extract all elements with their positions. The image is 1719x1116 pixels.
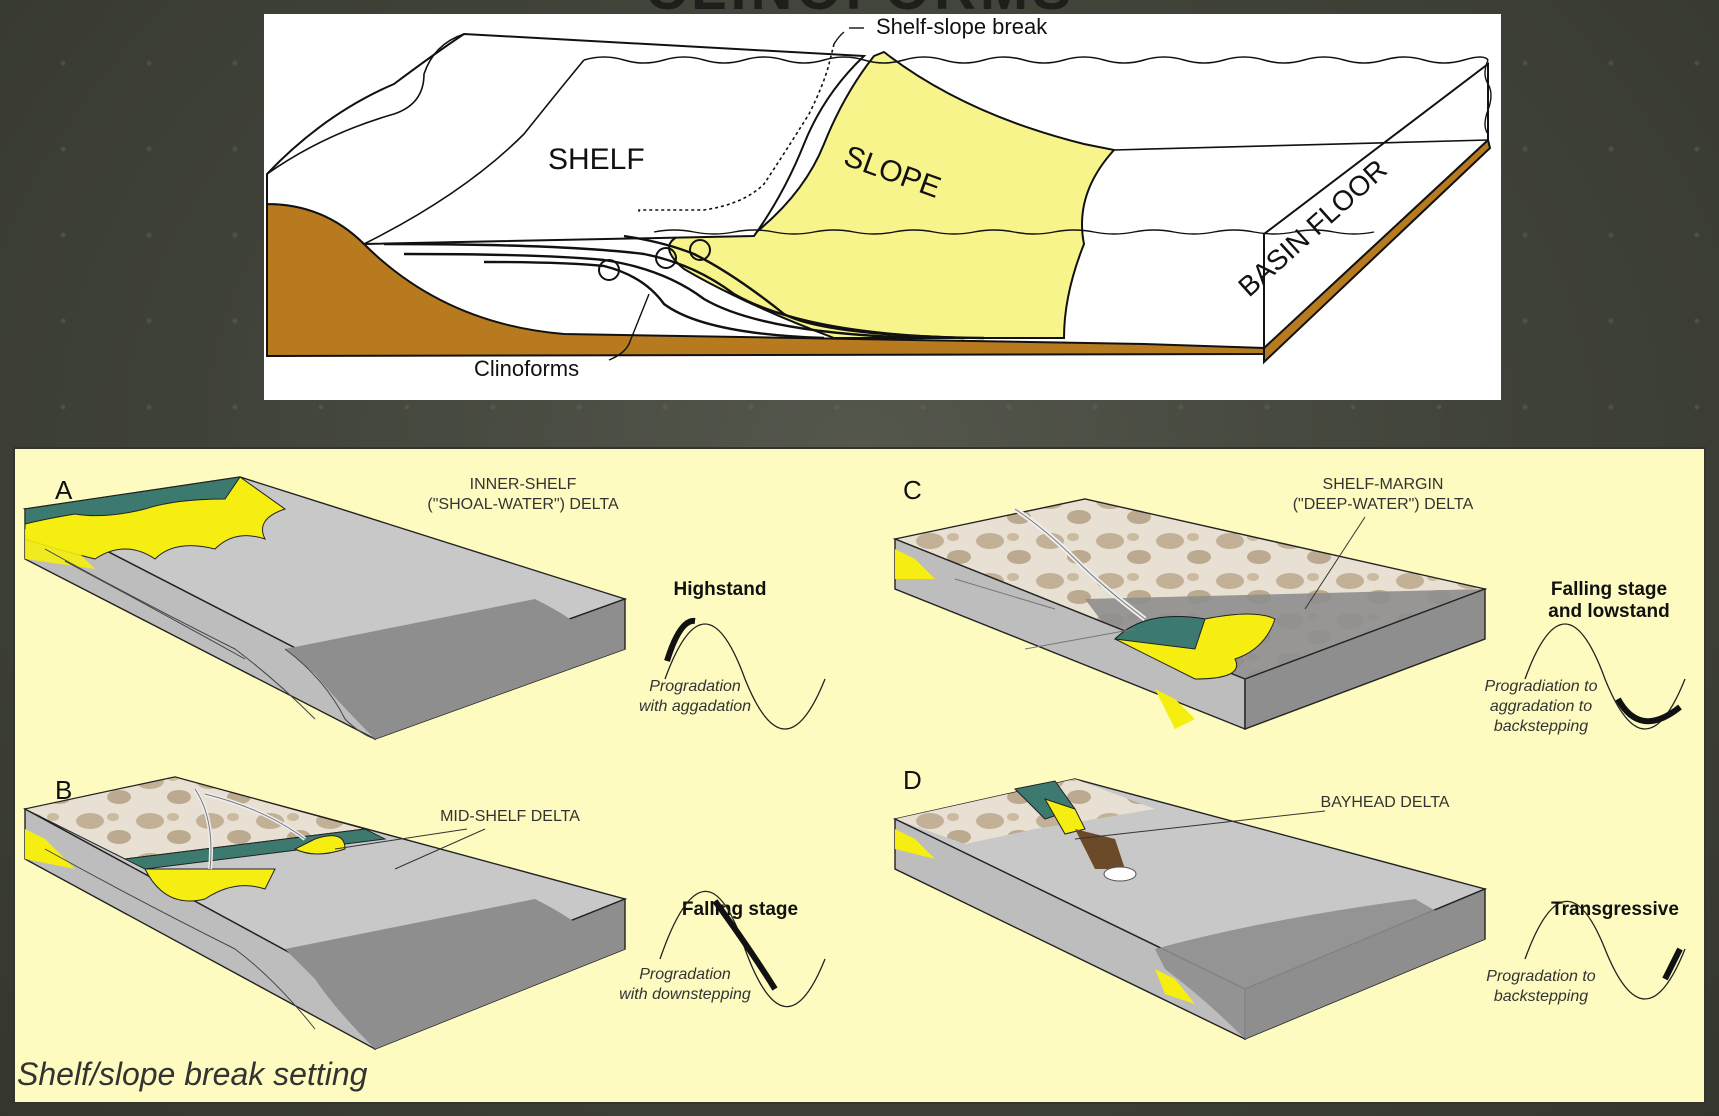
block-a-letter: A — [55, 475, 73, 505]
block-b-letter: B — [55, 775, 72, 805]
block-b-note-line1: Progradation — [639, 966, 731, 983]
block-b-note-line2: with downstepping — [619, 986, 751, 1003]
block-a-note-line1: Progradation — [649, 678, 741, 695]
shelf-top — [266, 32, 867, 246]
shelf-label: SHELF — [548, 143, 645, 176]
block-a-delta-line2: ("SHOAL-WATER") DELTA — [427, 496, 619, 513]
block-c-letter: C — [903, 475, 922, 505]
block-b-stage: Falling stage — [682, 899, 798, 920]
basin-face — [1263, 61, 1489, 351]
block-d-stage: Transgressive — [1551, 899, 1679, 920]
block-d-letter: D — [903, 765, 922, 795]
block-a: A INNER-SHELF ("SHOAL-WATER") DELTA High… — [22, 475, 826, 741]
block-d-delta-label: BAYHEAD DELTA — [1321, 794, 1450, 811]
block-c-stage-line1: Falling stage — [1551, 579, 1667, 600]
clinoform-lines — [383, 234, 985, 340]
shelf-slope-block-diagram: Shelf-slope break SHELF SLOPE BASIN FLOO… — [264, 14, 1501, 400]
slope-fill — [668, 50, 1116, 339]
block-c-delta-line2: ("DEEP-WATER") DELTA — [1293, 496, 1474, 513]
clinoform-circles — [598, 239, 711, 281]
block-a-stage: Highstand — [674, 579, 767, 600]
block-c-note-line1: Progradiation to — [1485, 678, 1598, 695]
delta-settings-panel: A INNER-SHELF ("SHOAL-WATER") DELTA High… — [13, 447, 1706, 1104]
block-b-delta-label: MID-SHELF DELTA — [440, 808, 580, 825]
shelf-slope-break-trace — [638, 43, 835, 214]
block-d-note-line2: backstepping — [1494, 988, 1588, 1005]
block-a-note-line2: with aggadation — [639, 698, 751, 715]
clinoforms-label: Clinoforms — [474, 356, 579, 381]
block-c-delta-line1: SHELF-MARGIN — [1323, 476, 1444, 493]
block-d-note-line1: Progradation to — [1486, 968, 1596, 985]
block-c-note-line2: aggradation to — [1490, 698, 1592, 715]
block-c-note-line3: backstepping — [1494, 718, 1588, 735]
block-a-delta-line1: INNER-SHELF — [470, 476, 577, 493]
block-b: B MID-SHELF DELTA Falling stage Prograda… — [23, 775, 826, 1051]
shelf-slope-break-label: Shelf-slope break — [876, 14, 1048, 39]
block-c: C SHELF-MARGIN ("DEEP-WATER") DELTA Fall… — [892, 475, 1686, 735]
block-d: D BAYHEAD DELTA Transgressive Progradati… — [892, 765, 1686, 1041]
block-c-stage-line2: and lowstand — [1548, 601, 1669, 622]
panel-caption: Shelf/slope break setting — [17, 1056, 368, 1092]
